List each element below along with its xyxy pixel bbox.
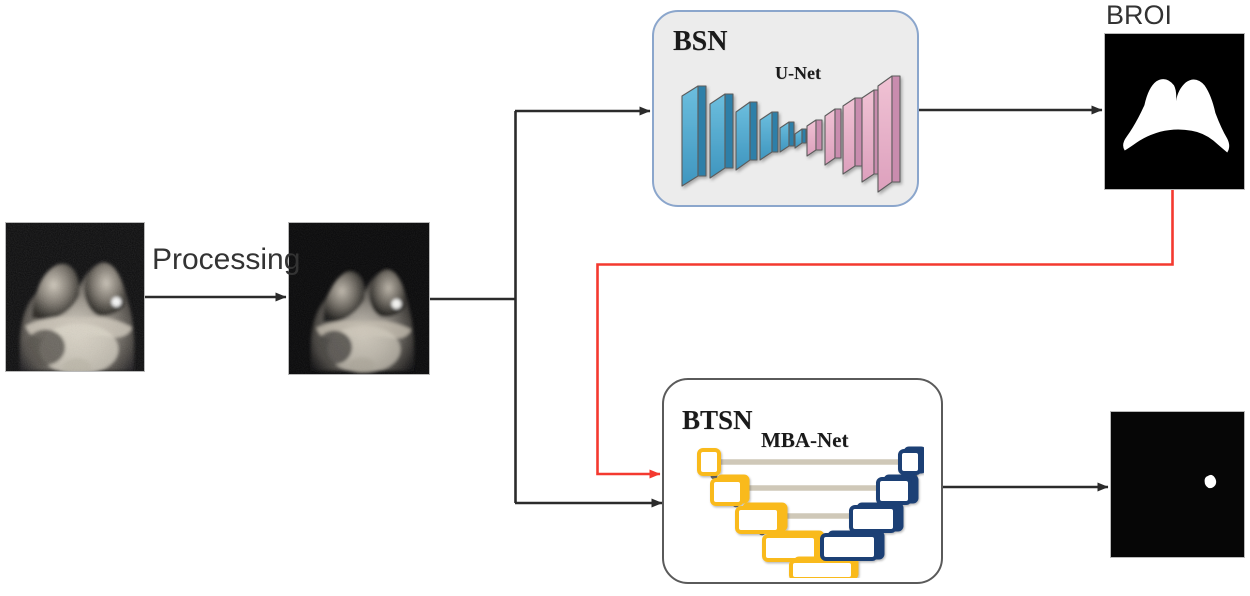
mbanet-label: MBA-Net — [761, 428, 849, 452]
mbanet-encoder-block-1 — [697, 448, 721, 476]
processing-label: Processing — [152, 243, 301, 276]
mbanet-bottleneck-block — [789, 556, 859, 578]
unet-encoder-block-5 — [779, 121, 795, 153]
input-mri-image — [5, 222, 145, 372]
unet-encoder-block-4 — [759, 111, 779, 161]
mbanet-encoder-block-2 — [710, 474, 750, 506]
unet-decoder-block-3 — [842, 97, 863, 175]
mbanet-decoder-block-4 — [820, 530, 885, 561]
broi-label: BROI — [1105, 0, 1173, 30]
mbanet-decoder-block-1 — [898, 446, 924, 475]
unet-label: U-Net — [775, 63, 821, 83]
arrow-broi-to-btsn-red — [596, 190, 1174, 479]
mbanet-decoder-block-2 — [876, 474, 919, 505]
unet-decoder-block-1 — [806, 119, 823, 157]
broi-mask-render — [1105, 34, 1244, 189]
input-mri-render — [6, 223, 144, 371]
unet-encoder-block-6 — [794, 128, 807, 149]
broi-output-image — [1104, 33, 1245, 190]
unet-encoder-block-2 — [709, 93, 734, 179]
bsn-label: BSN — [673, 26, 728, 57]
unet-decoder-block-2 — [824, 108, 842, 166]
processed-mri-render — [289, 223, 429, 374]
mbanet-encoder-block-3 — [735, 502, 788, 534]
mbanet-architecture-illustration — [697, 446, 924, 578]
unet-encoder-block-3 — [735, 101, 758, 171]
unet-encoder-block-1 — [681, 85, 707, 187]
processed-mri-image — [288, 222, 430, 375]
unet-decoder-block-5 — [877, 75, 901, 193]
mbanet-encoder-block-4 — [762, 530, 825, 562]
btsn-label: BTSN — [682, 405, 753, 435]
unet-architecture-illustration — [681, 75, 901, 193]
tumor-output-image — [1110, 411, 1245, 558]
tumor-mask-render — [1111, 412, 1244, 557]
